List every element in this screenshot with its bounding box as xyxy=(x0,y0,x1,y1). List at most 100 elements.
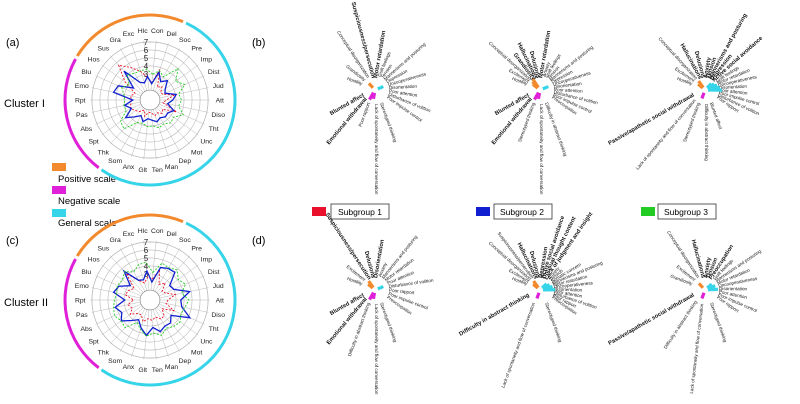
subgroup-box-3 xyxy=(657,203,717,220)
radar-spoke xyxy=(154,108,181,152)
flower-magenta-label: Stereotyped thinking xyxy=(709,302,728,343)
radar-category-label: Sus xyxy=(97,246,109,253)
flower-magenta-petal xyxy=(533,91,540,101)
radar-spoke xyxy=(95,303,142,325)
radar-category-label: Anx xyxy=(123,364,135,371)
radar-category-label: Exc xyxy=(123,231,135,238)
radar-category-label: Diso xyxy=(211,112,225,119)
radar-spoke xyxy=(131,309,148,357)
subgroup-swatch-1 xyxy=(312,207,326,216)
subgroup-box-1 xyxy=(330,203,390,220)
radar-category-label: Exc xyxy=(123,31,135,38)
radar-spoke xyxy=(154,308,181,352)
flower-magenta-label: Stereotyped thinking xyxy=(544,302,563,343)
flower-magenta-petal xyxy=(700,292,706,300)
flower-orange-petal xyxy=(697,80,705,89)
radar-tick-label: 4 xyxy=(144,262,149,271)
radar-spoke xyxy=(152,109,169,157)
subgroup-box-2 xyxy=(493,203,553,220)
cluster-label-2: Cluster II xyxy=(4,297,48,309)
radar-category-label: Glt xyxy=(138,167,147,174)
panel-label-b: (b) xyxy=(252,37,265,49)
radar-center xyxy=(139,289,161,311)
subgroup-legend: Subgroup 1 Subgroup 2 Subgroup 3 xyxy=(312,203,717,220)
radar-category-label: Dist xyxy=(208,69,220,76)
flower-magenta-petal xyxy=(535,292,541,300)
radar-category-label: Soc xyxy=(179,237,191,244)
radar-category-label: Unc xyxy=(200,338,213,345)
radar-spoke xyxy=(91,287,141,299)
flower-orange-label: Hostility xyxy=(346,76,363,86)
flower-cyan-label: Anxiety xyxy=(377,261,388,277)
radar-group-arc-general xyxy=(100,21,237,187)
subgroup-label-2: Subgroup 2 xyxy=(500,207,544,217)
subgroup-label-3: Subgroup 3 xyxy=(664,207,708,217)
radar-spoke xyxy=(150,309,157,360)
radar-category-label: Dep xyxy=(179,158,192,165)
cluster-label-1: Cluster I xyxy=(4,98,45,110)
radar-spoke xyxy=(101,264,143,295)
flower-magenta-label: Difficulty in abstract thinking xyxy=(544,102,568,158)
radar-tick-label: 6 xyxy=(144,46,149,55)
radar-category-label: Emo xyxy=(75,283,89,290)
flower-magenta-label: Lack of spontaneity and flow of conversa… xyxy=(689,303,705,394)
radar-category-label: Gra xyxy=(109,37,121,44)
flower-cyan-petal xyxy=(542,85,549,91)
radar-spoke xyxy=(159,87,209,99)
radar-category-label: Man xyxy=(165,364,178,371)
radar-series-2 xyxy=(112,266,192,337)
radar-group-arc-positive xyxy=(75,13,184,57)
flower-cyan-label: Poor attention xyxy=(719,88,748,96)
radar-category-label: Unc xyxy=(200,138,213,145)
flower-cyan-petal xyxy=(707,287,719,292)
flower-orange-petal xyxy=(532,280,540,289)
radar-category-label: Soc xyxy=(179,37,191,44)
radar-spoke xyxy=(109,55,144,93)
flower-cyan-petal xyxy=(377,85,384,91)
radar-spoke xyxy=(143,240,150,291)
radar-tick-label: 5 xyxy=(144,54,149,63)
radar-series-1 xyxy=(124,269,177,323)
radar-spoke xyxy=(158,103,205,125)
flower-cyan-label: Disorientation xyxy=(389,84,418,91)
radar-spoke xyxy=(101,64,143,95)
radar-category-label: Dep xyxy=(179,358,192,365)
radar-spoke xyxy=(109,107,144,145)
flower-cyan-label: Depression xyxy=(538,246,549,279)
legend-swatch-positive xyxy=(52,163,66,171)
radar-group-arc-positive xyxy=(75,213,184,257)
flower-cyan-label: Poor attention xyxy=(554,87,583,94)
radar-category-label: Spt xyxy=(88,338,98,345)
radar-category-label: Thk xyxy=(98,149,110,156)
radar-category-label: Diso xyxy=(211,312,225,319)
radar-tick-label: 3 xyxy=(144,270,149,279)
radar-category-label: Spt xyxy=(88,138,98,145)
radar-series-2 xyxy=(112,70,178,123)
radar-category-label: Ten xyxy=(152,167,163,174)
radar-category-label: Rpt xyxy=(75,98,86,105)
flower-cyan-label: Disorientation xyxy=(553,81,582,89)
radar-category-label: Som xyxy=(108,358,122,365)
radar-category-label: Jud xyxy=(213,283,224,290)
radar-spoke xyxy=(152,43,169,91)
radar-category-label: Anx xyxy=(123,164,135,171)
flower-cyan-label: Poor attention xyxy=(389,88,418,98)
radar-spoke xyxy=(158,75,205,97)
radar-category-label: Imp xyxy=(201,57,213,64)
radar-category-label: Dist xyxy=(208,269,220,276)
radar-category-label: Thk xyxy=(98,349,110,356)
radar-series-3 xyxy=(119,67,186,130)
flower-magenta-label: Lack of spontaneity and flow of conversa… xyxy=(539,104,544,195)
radar-series-1 xyxy=(117,64,177,118)
subgroup-label-1: Subgroup 1 xyxy=(338,207,382,217)
radar-category-label: Hos xyxy=(88,257,101,264)
radar-tick-label: 3 xyxy=(144,70,149,79)
radar-center xyxy=(139,89,161,111)
radar-spoke xyxy=(152,309,169,357)
radar-spoke xyxy=(119,248,146,292)
